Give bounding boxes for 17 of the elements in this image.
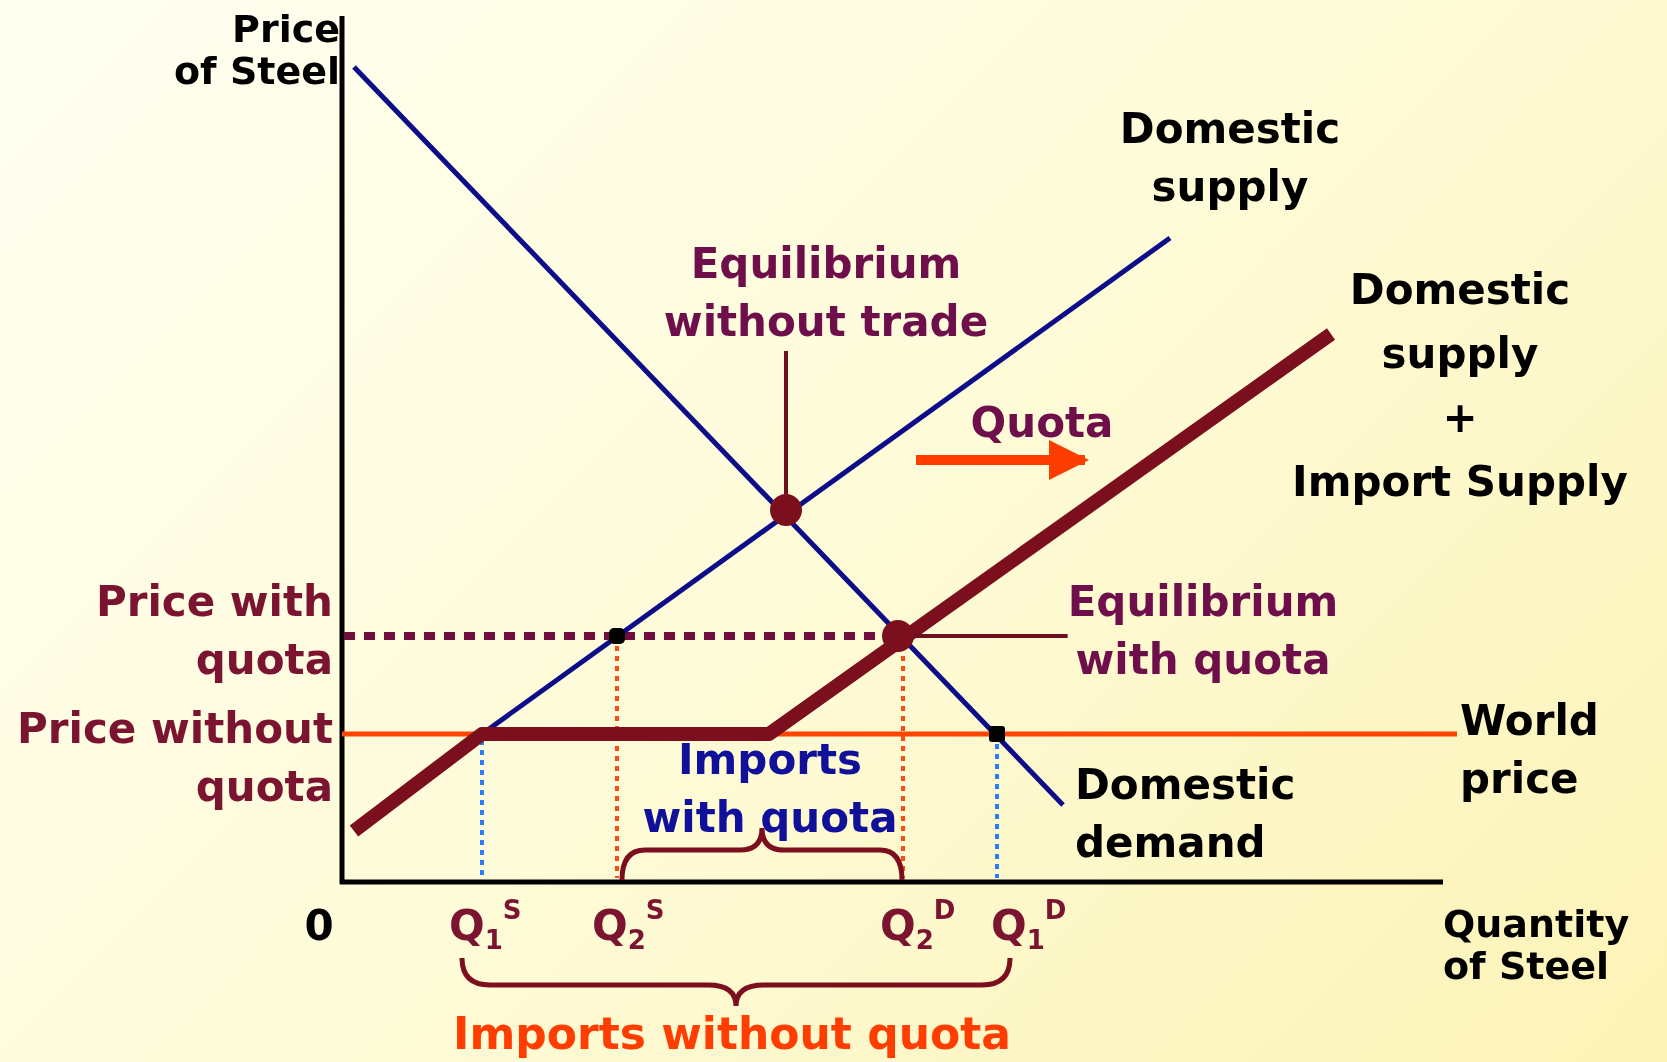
- axis-title: Quantity of Steel: [1443, 903, 1630, 987]
- curve-label: Domestic supply + Import Supply: [1292, 264, 1628, 508]
- leader-line: [784, 351, 788, 494]
- arrow-label: Quota: [970, 397, 1114, 449]
- equilibrium-point: [882, 620, 914, 652]
- axis-title: Price of Steel: [174, 8, 340, 92]
- bracket-label: Imports with quota: [642, 734, 898, 844]
- origin-label: 0: [304, 900, 334, 952]
- curve-label: Domestic supply: [1119, 103, 1341, 213]
- leader-line: [914, 634, 1068, 638]
- bracket-label: Imports without quota: [453, 1007, 1011, 1061]
- price-label: Price without quota: [17, 703, 333, 813]
- annotation-label: Equilibrium with quota: [1067, 573, 1339, 689]
- equilibrium-point: [770, 494, 802, 526]
- curve-label: Domestic demand: [1075, 759, 1296, 869]
- curve-label: World price: [1460, 695, 1599, 805]
- annotation-label: Equilibrium without trade: [663, 235, 989, 351]
